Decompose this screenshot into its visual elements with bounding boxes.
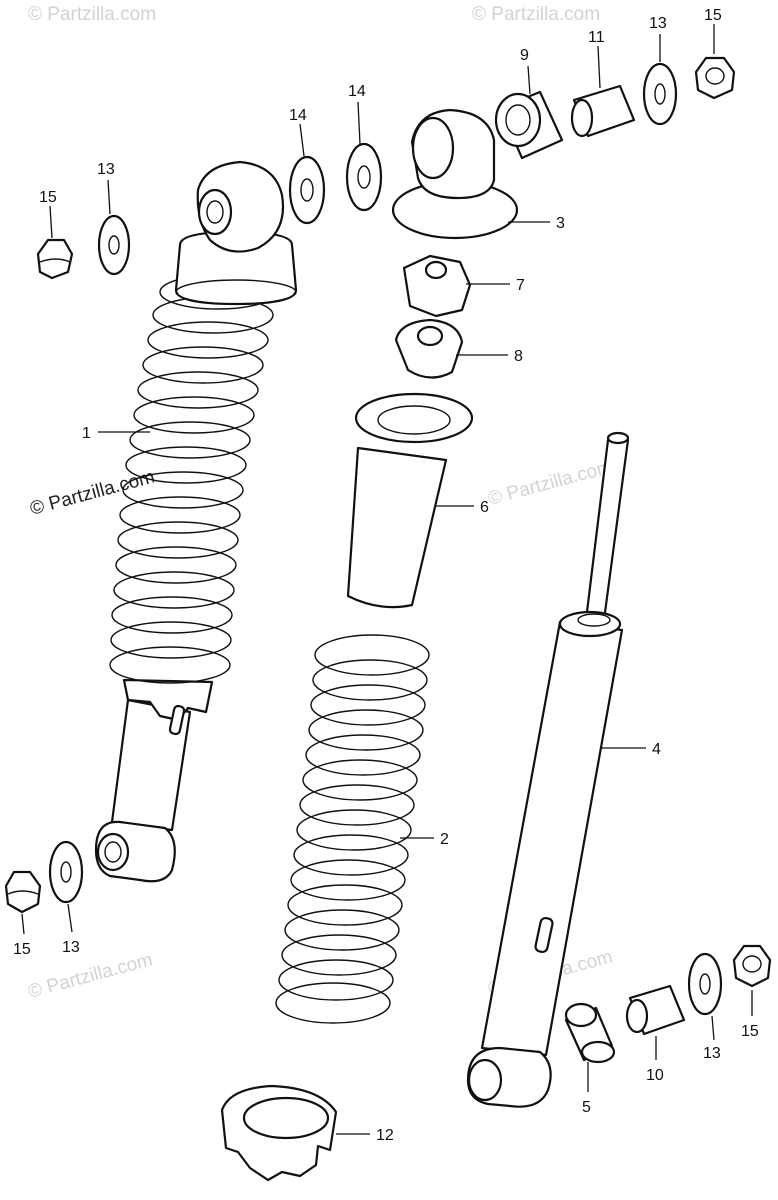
part-14-washer-left bbox=[288, 155, 326, 225]
part-10-bushing bbox=[625, 984, 686, 1036]
part-13-washer-bottom-right bbox=[687, 952, 723, 1016]
part-15-nut-bottom-left bbox=[4, 870, 42, 914]
part-14-washer-right bbox=[345, 142, 383, 212]
label-part-10: 10 bbox=[646, 1067, 664, 1084]
leader-lines bbox=[21, 24, 753, 1135]
part-13-washer-top-left bbox=[97, 214, 131, 276]
label-part-15-bottom-left: 15 bbox=[13, 941, 31, 958]
part-5-collar bbox=[564, 1002, 616, 1064]
label-part-14-left: 14 bbox=[289, 107, 307, 124]
label-part-13-bottom-left: 13 bbox=[62, 939, 80, 956]
part-15-nut-bottom-right bbox=[732, 944, 772, 988]
part-13-washer-top-right bbox=[642, 62, 678, 126]
part-6-dust-cover bbox=[346, 392, 474, 609]
watermark-mid-right: © Partzilla.com bbox=[486, 456, 615, 509]
part-number-labels: 1 2 3 4 5 6 7 8 9 10 11 12 13 13 13 13 1… bbox=[13, 7, 759, 1144]
label-part-15-bottom-right: 15 bbox=[741, 1023, 759, 1040]
part-2-spring bbox=[275, 634, 430, 1024]
label-part-15-top-right: 15 bbox=[704, 7, 722, 24]
part-9-collar bbox=[494, 90, 564, 160]
label-part-11: 11 bbox=[588, 29, 605, 46]
label-part-13-bottom-right: 13 bbox=[703, 1045, 721, 1062]
watermark-top-right: © Partzilla.com bbox=[472, 4, 600, 25]
part-15-nut-top-right bbox=[694, 56, 736, 100]
part-11-bushing bbox=[570, 84, 636, 138]
label-part-1: 1 bbox=[82, 425, 91, 442]
watermark-top-left: © Partzilla.com bbox=[28, 4, 156, 25]
label-part-14-right: 14 bbox=[348, 83, 366, 100]
label-part-9: 9 bbox=[520, 47, 529, 64]
part-1-shock-absorber bbox=[94, 160, 298, 883]
label-part-12: 12 bbox=[376, 1127, 394, 1144]
part-12-spring-seat bbox=[220, 1084, 338, 1182]
watermark-bottom-left: © Partzilla.com bbox=[26, 949, 155, 1002]
label-part-4: 4 bbox=[652, 741, 661, 758]
label-part-13-top-right: 13 bbox=[649, 15, 667, 32]
label-part-15-top-left: 15 bbox=[39, 189, 57, 206]
part-4-damper bbox=[466, 431, 630, 1108]
part-8-bushing bbox=[394, 318, 464, 379]
label-part-8: 8 bbox=[514, 348, 523, 365]
part-7-nut bbox=[402, 254, 472, 318]
watermark-prominent: © Partzilla.com bbox=[28, 466, 157, 519]
part-13-washer-bottom-left bbox=[48, 840, 84, 904]
label-part-3: 3 bbox=[556, 215, 565, 232]
label-part-13-top-left: 13 bbox=[97, 161, 115, 178]
part-15-nut-top-left bbox=[36, 238, 74, 280]
label-part-7: 7 bbox=[516, 277, 525, 294]
part-3-upper-seat bbox=[391, 108, 519, 240]
label-part-5: 5 bbox=[582, 1099, 591, 1116]
label-part-6: 6 bbox=[480, 499, 489, 516]
label-part-2: 2 bbox=[440, 831, 449, 848]
